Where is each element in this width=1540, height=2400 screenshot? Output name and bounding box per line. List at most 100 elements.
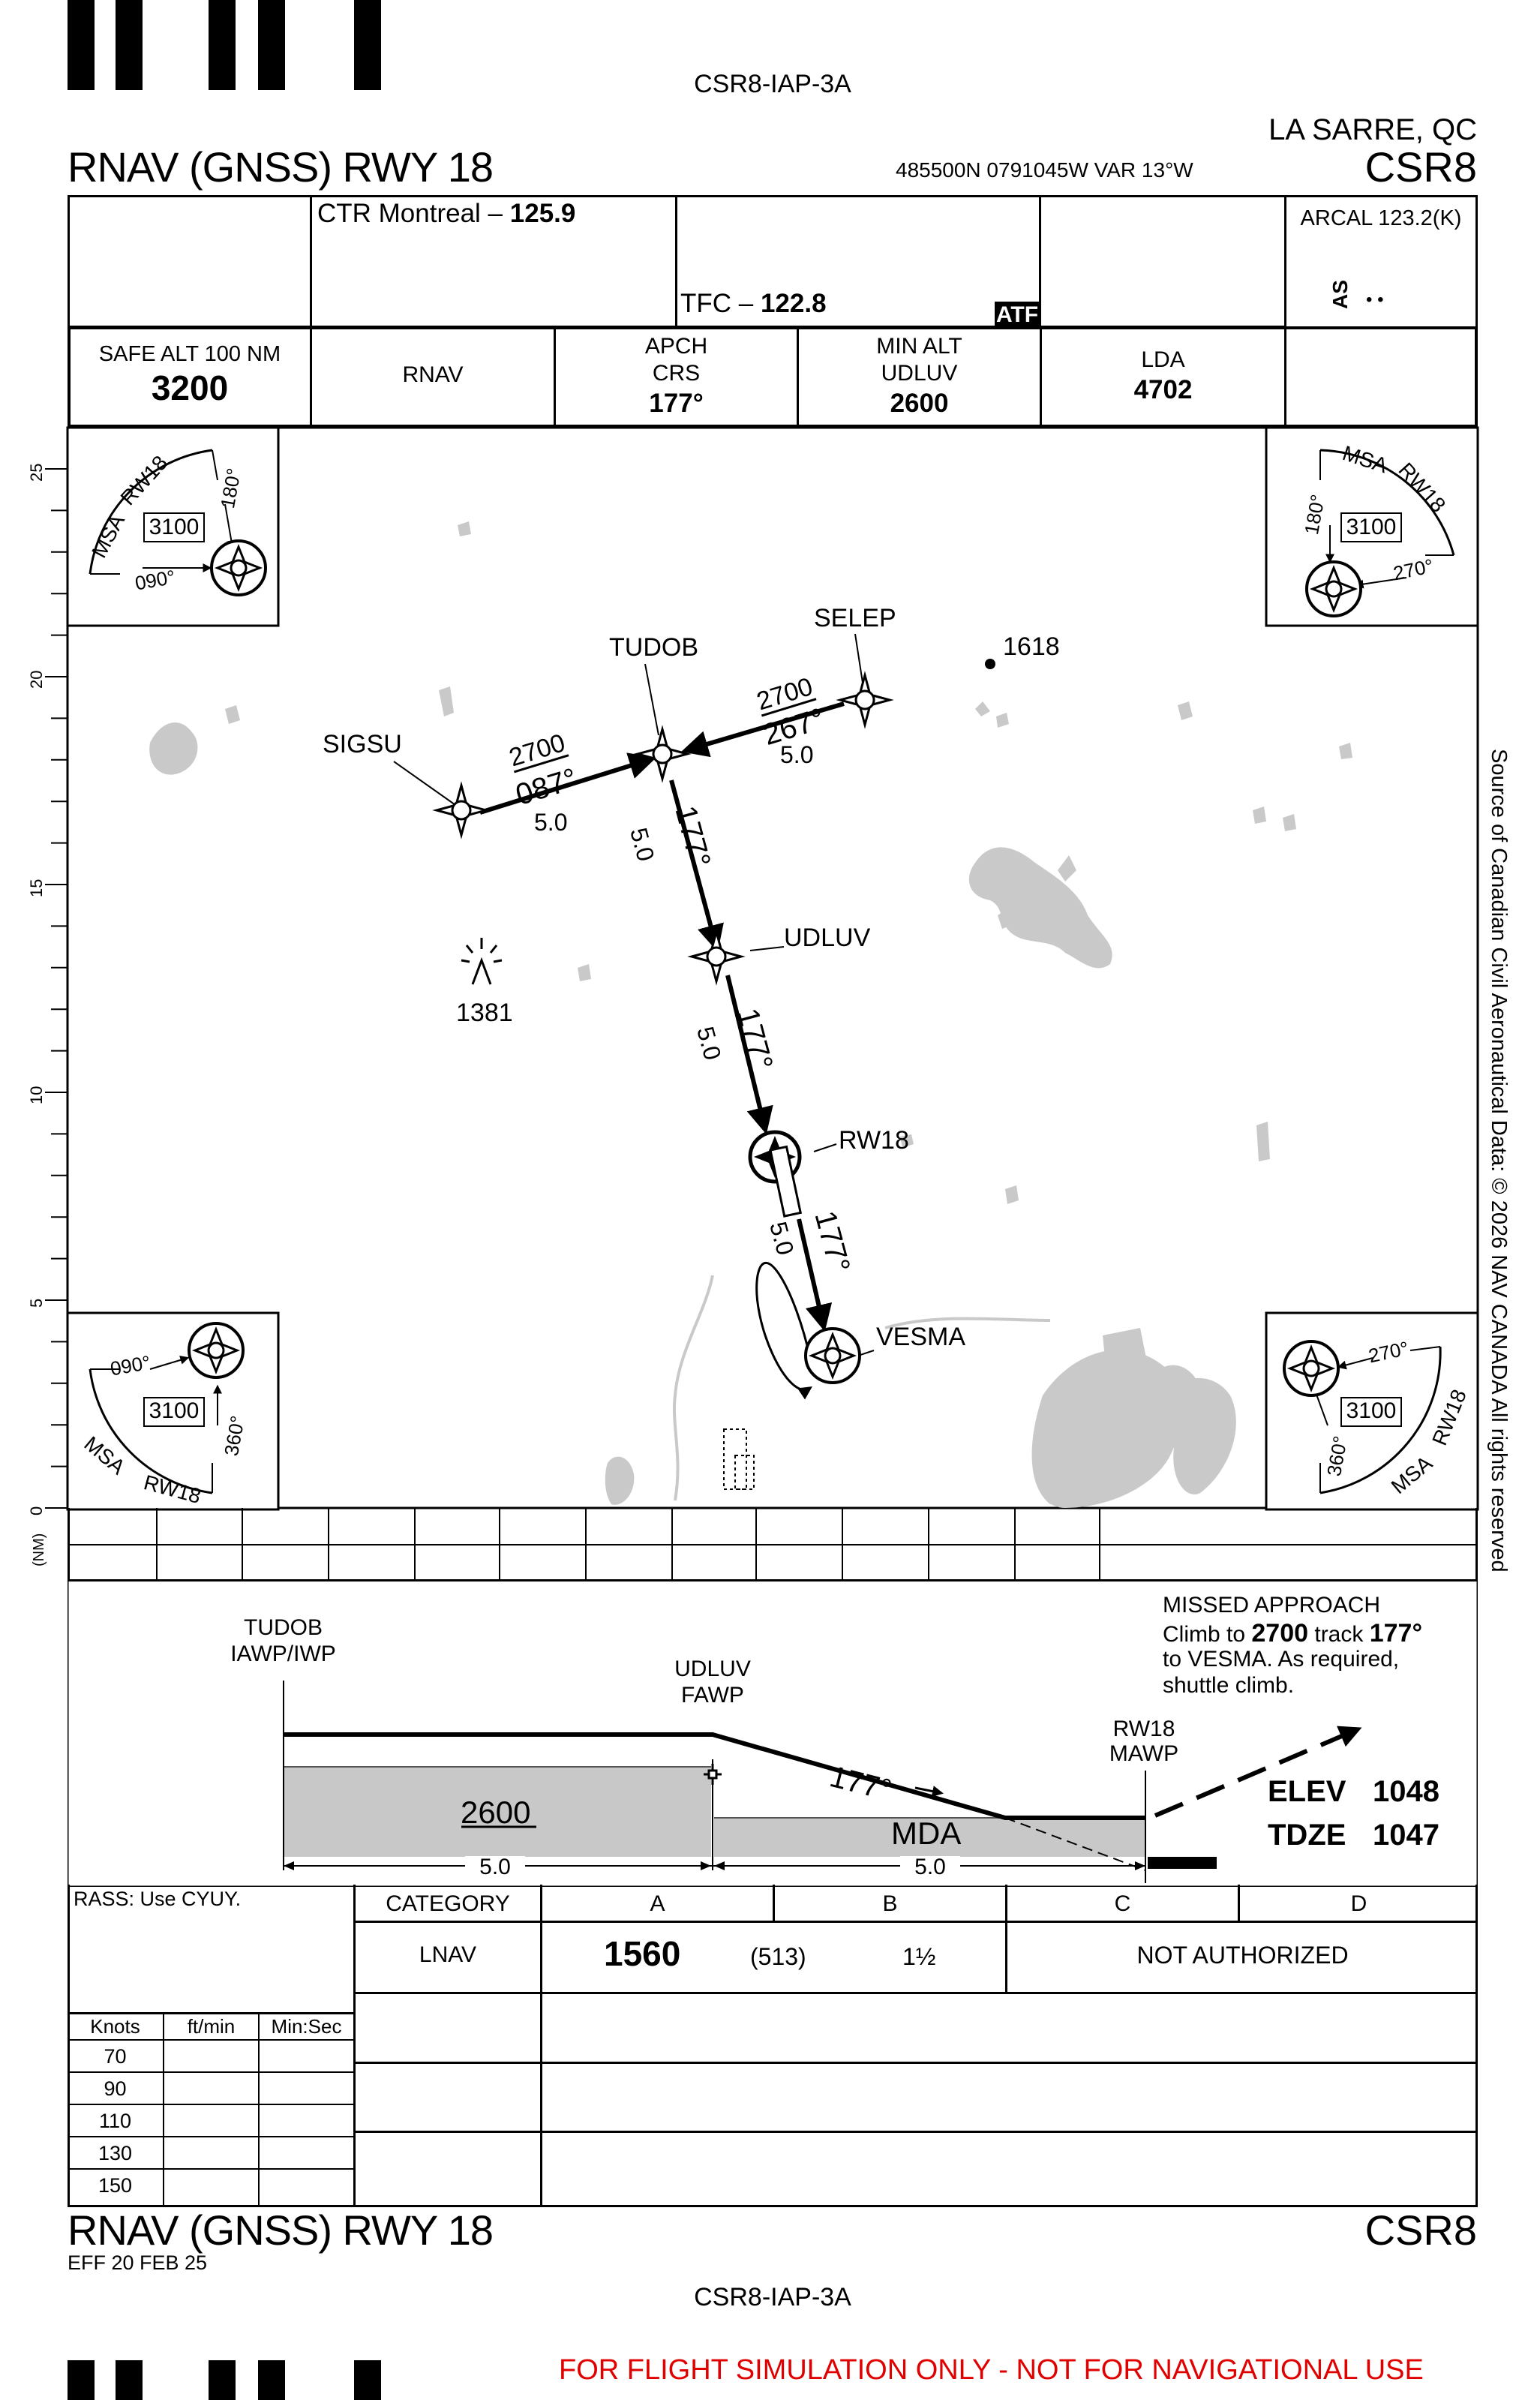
selep-leg-dist: 5.0 [780,741,814,768]
category-header: CATEGORY [386,1891,510,1916]
scale-label-25: 25 [27,463,46,482]
grid-column-divider [1014,1508,1016,1581]
obstacle-elevation-1381: 1381 [456,999,513,1027]
fix-vesma: VESMA [876,1323,966,1351]
missed-approach-line-3: shuttle climb. [1163,1673,1295,1698]
timing-row-divider [68,2104,353,2105]
grid-column-divider [242,1508,243,1581]
lda-value: 4702 [1133,375,1193,404]
sigsu-fix [435,784,488,837]
msa-bottom-left [66,1311,280,1511]
vesma-fix [804,1327,861,1384]
lda-label: LDA [1141,347,1185,372]
grid-column-divider [1099,1508,1100,1581]
cat-b: B [882,1891,898,1916]
lnav-mda: 1560 [604,1934,681,1973]
min-alt-label-1: MIN ALT [876,334,962,359]
fix-selep: SELEP [814,604,896,632]
apch-label-2: CRS [652,361,701,386]
obstacle-symbol [461,938,503,985]
fix-sigsu: SIGSU [323,730,402,758]
missed-approach-title: MISSED APPROACH [1163,1593,1381,1618]
timing-knots-value: 110 [98,2110,132,2132]
timing-knots-value: 70 [104,2045,127,2068]
timing-table [68,2012,353,2207]
timing-knots-value: 130 [98,2142,133,2164]
profile-tudob-name: TUDOB [244,1615,323,1640]
fix-udluv: UDLUV [784,924,871,952]
msa-bottom-right [1265,1311,1479,1511]
arcal-frequency: ARCAL 123.2(K) [1300,206,1462,230]
footer-title: RNAV (GNSS) RWY 18 [68,2206,494,2254]
procedure-title: RNAV (GNSS) RWY 18 [68,143,494,191]
min-alt-value: 2600 [890,389,949,418]
scale-label-5: 5 [27,1298,46,1308]
atf-badge: ATF [995,302,1040,327]
spot-elevation-1618: 1618 [1003,632,1060,661]
profile-mda: MDA [891,1816,962,1851]
lnav-visibility: 1½ [902,1943,936,1970]
tdze-label: TDZE [1268,1819,1346,1852]
missed-approach-line-1: Climb to 2700 track 177° [1163,1619,1423,1648]
simulation-warning: FOR FLIGHT SIMULATION ONLY - NOT FOR NAV… [559,2354,1424,2386]
grid-column-divider [755,1508,757,1581]
scale-unit: (NM) [31,1533,47,1566]
scale-label-15: 15 [27,879,46,897]
approach-tracks [393,633,875,1400]
safe-alt-label: SAFE ALT 100 NM [98,342,281,366]
grid-column-divider [414,1508,416,1581]
selep-fix [839,674,891,726]
cat-a: A [650,1891,665,1916]
profile-alt-2600: 2600 [461,1795,531,1830]
grid-column-divider [928,1508,929,1581]
profile-udluv-role: FAWP [681,1683,744,1708]
profile-udluv-name: UDLUV [674,1657,751,1681]
minima-table [68,1885,1478,2207]
scale-label-20: 20 [27,670,46,689]
udluv-fix [690,930,743,983]
briefing-strip [68,326,1478,428]
as-dots: • • [1366,290,1384,310]
river [672,1275,714,1501]
timing-header-minsec: Min:Sec [271,2015,342,2038]
msa-br-alt: 3100 [1346,1398,1397,1423]
location-name: LA SARRE, QC [1268,113,1477,146]
timing-row-divider [68,2039,353,2041]
chart-id-top: CSR8-IAP-3A [694,70,851,98]
distance-grid [68,1508,1478,1581]
profile-view [68,1579,1478,1887]
msa-top-left [66,426,280,627]
msa-tl-alt: 3100 [149,515,200,539]
ctr-label: CTR Montreal – 125.9 [317,199,576,228]
msa-top-right [1265,426,1479,627]
safe-alt-value: 3200 [151,368,229,407]
missed-approach-line-2: to VESMA. As required, [1163,1647,1400,1672]
timing-header-knots: Knots [90,2015,140,2038]
timing-header-ftmin: ft/min [187,2015,236,2038]
source-note: Source of Canadian Civil Aeronautical Da… [1487,749,1511,1572]
nav-type: RNAV [402,362,464,387]
profile-tudob-role: IAWP/IWP [230,1642,336,1666]
lnav-label: LNAV [419,1942,477,1967]
airport-ident: CSR8 [1364,143,1477,191]
profile-rw-name: RW18 [1112,1717,1175,1741]
profile-dist-1: 5.0 [465,1856,525,1879]
fix-tudob: TUDOB [609,633,698,662]
lnav-haa: (513) [750,1943,806,1970]
town-outline [723,1428,755,1490]
tdze-value: 1047 [1373,1819,1439,1852]
fix-rw18: RW18 [839,1126,909,1155]
terrain-lakes [149,521,1352,1508]
profile-rw-role: MAWP [1109,1741,1179,1766]
elev-label: ELEV [1268,1775,1346,1808]
apch-label-1: APCH [644,334,708,359]
timing-row-divider [68,2071,353,2073]
grid-column-divider [156,1508,158,1581]
elev-value: 1048 [1373,1775,1439,1808]
grid-column-divider [671,1508,673,1581]
spot-elevation-dot [985,659,995,669]
chart-id-bottom: CSR8-IAP-3A [694,2283,851,2311]
registration-marks-top [68,0,383,90]
grid-column-divider [585,1508,587,1581]
profile-dist-2: 5.0 [900,1856,960,1879]
